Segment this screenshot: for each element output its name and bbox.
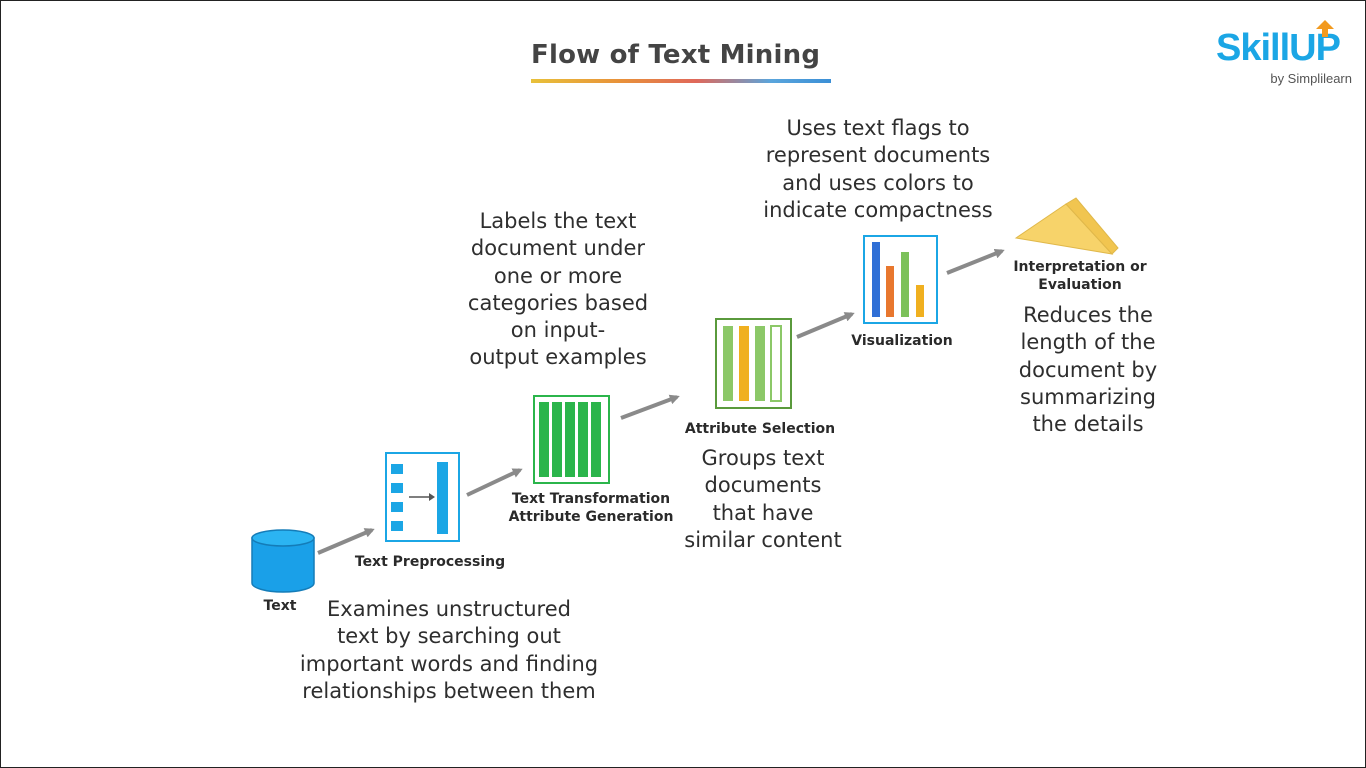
skillup-logo: SkillUP by Simplilearn: [1216, 20, 1354, 90]
stage-description-attribute-selection: Groups text documents that have similar …: [684, 446, 842, 552]
stage-label-text-preprocessing: Text Preprocessing: [354, 554, 506, 570]
stage-description-text-transformation: Labels the text document under one or mo…: [467, 209, 649, 370]
title-underline: [531, 79, 831, 83]
stage-label-text-transformation: Text Transformation Attribute Generation: [508, 491, 674, 525]
logo-tagline: by Simplilearn: [1270, 71, 1352, 86]
stage-description-text-preprocessing: Examines unstructured text by searching …: [299, 597, 599, 703]
preprocessing-icon: [385, 452, 460, 542]
page-title: Flow of Text Mining: [531, 40, 821, 70]
stage-description-interpretation: Reduces the length of the document by su…: [1018, 303, 1158, 437]
stage-label-text: Text: [263, 598, 297, 614]
stage-label-interpretation: Interpretation or Evaluation: [1013, 259, 1147, 293]
logo-arrow-icon: [1316, 20, 1334, 37]
stage-description-visualization: Uses text flags to represent documents a…: [763, 116, 993, 222]
arrow-transformation-to-selection: [620, 394, 680, 420]
attribute-selection-icon: [715, 318, 792, 409]
logo-wordmark: SkillUP: [1216, 27, 1341, 69]
arrow-text-to-preprocessing: [317, 528, 375, 555]
database-icon: [251, 529, 315, 593]
bar-chart-icon: [863, 235, 938, 324]
arrow-preprocessing-to-transformation: [466, 468, 523, 497]
stage-label-visualization: Visualization: [851, 333, 953, 349]
arrow-selection-to-visualization: [796, 312, 855, 339]
arrow-visualization-to-interpretation: [946, 248, 1005, 275]
transformation-icon: [533, 395, 610, 484]
stage-label-attribute-selection: Attribute Selection: [684, 421, 836, 437]
prism-icon: [1014, 197, 1119, 255]
